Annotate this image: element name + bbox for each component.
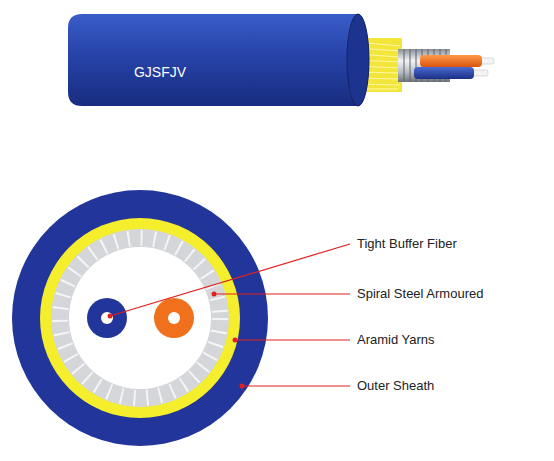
leader-dot bbox=[212, 292, 217, 297]
cable-type-label: GJSFJV bbox=[134, 64, 186, 81]
part-label: Spiral Steel Armoured bbox=[357, 286, 483, 302]
steel-spiral-streaks bbox=[60, 238, 220, 398]
leader-line bbox=[242, 385, 350, 386]
leader-line bbox=[235, 339, 350, 340]
inner-space bbox=[69, 247, 211, 389]
outer-sheath-ring bbox=[12, 190, 268, 446]
cable-cross-section bbox=[12, 190, 268, 446]
fiber-core-section bbox=[168, 312, 180, 324]
leader-dot bbox=[233, 338, 238, 343]
steel-ring bbox=[51, 229, 229, 407]
orange-buffer-section bbox=[154, 298, 194, 338]
part-label: Aramid Yarns bbox=[357, 332, 435, 348]
leader-line bbox=[214, 293, 350, 294]
sheath-end-face bbox=[347, 14, 369, 106]
cable-side-view bbox=[68, 14, 494, 106]
leader-line bbox=[110, 244, 350, 316]
blue-buffer-tube bbox=[414, 67, 474, 79]
aramid-ring bbox=[40, 218, 240, 418]
part-label: Outer Sheath bbox=[357, 378, 434, 394]
fiber-core-section bbox=[101, 312, 113, 324]
blue-buffer-section bbox=[87, 298, 127, 338]
orange-buffer-tube bbox=[420, 55, 482, 67]
leader-dots bbox=[108, 292, 245, 389]
part-label: Tight Buffer Fiber bbox=[357, 236, 457, 252]
outer-sheath bbox=[68, 14, 369, 106]
leader-dot bbox=[108, 314, 113, 319]
leader-dot bbox=[240, 384, 245, 389]
leader-lines bbox=[110, 244, 350, 386]
